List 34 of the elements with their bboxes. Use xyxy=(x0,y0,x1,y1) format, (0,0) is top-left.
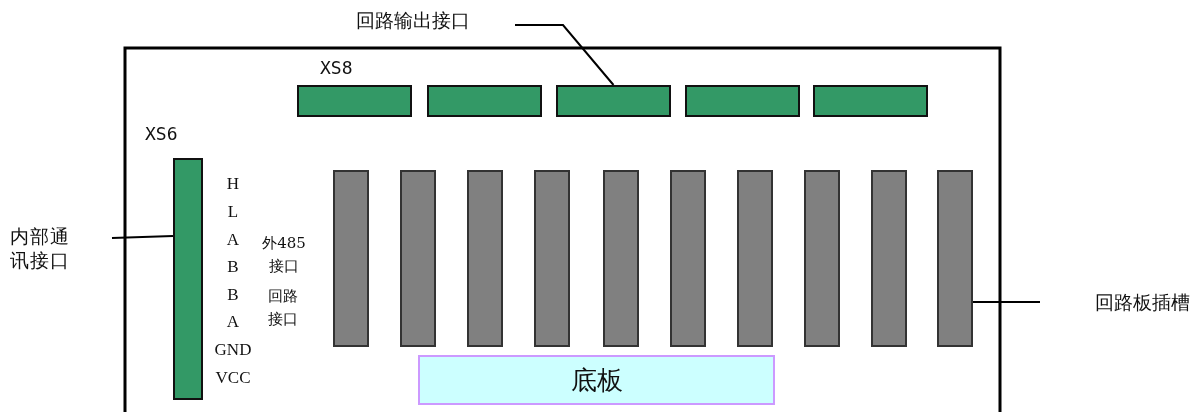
connector-name: XS8 xyxy=(320,58,354,78)
pin-label: VCC xyxy=(214,368,252,388)
card-slot xyxy=(737,170,773,347)
card-slot xyxy=(937,170,973,347)
card-slot xyxy=(400,170,436,347)
leader-line xyxy=(111,235,174,239)
board-label: 底板 xyxy=(418,355,775,405)
pin-group-label: 外485接口 xyxy=(261,233,307,277)
connector-block xyxy=(556,85,671,117)
pin-label: A xyxy=(225,312,241,332)
connector-block xyxy=(427,85,542,117)
pin-group-label: 回路接口 xyxy=(267,286,299,330)
pin-label: B xyxy=(226,257,240,277)
pin-label: GND xyxy=(213,340,253,360)
connector-strip xyxy=(173,158,203,400)
card-slot xyxy=(534,170,570,347)
connector-block xyxy=(813,85,928,117)
card-slot xyxy=(804,170,840,347)
card-slot xyxy=(670,170,706,347)
pin-label: B xyxy=(226,285,240,305)
card-slot xyxy=(603,170,639,347)
connector-block xyxy=(297,85,412,117)
leader-line xyxy=(972,301,1041,303)
pin-label: L xyxy=(226,202,240,222)
card-slot xyxy=(871,170,907,347)
pin-label: A xyxy=(225,230,241,250)
pin-label: H xyxy=(225,174,241,194)
leader-line xyxy=(514,24,615,86)
callout-text: 回路板插槽 xyxy=(1040,290,1190,318)
card-slot xyxy=(333,170,369,347)
callout-text: 内部通讯接口 xyxy=(10,224,82,276)
card-slot xyxy=(467,170,503,347)
connector-block xyxy=(685,85,800,117)
connector-name: XS6 xyxy=(145,124,179,144)
